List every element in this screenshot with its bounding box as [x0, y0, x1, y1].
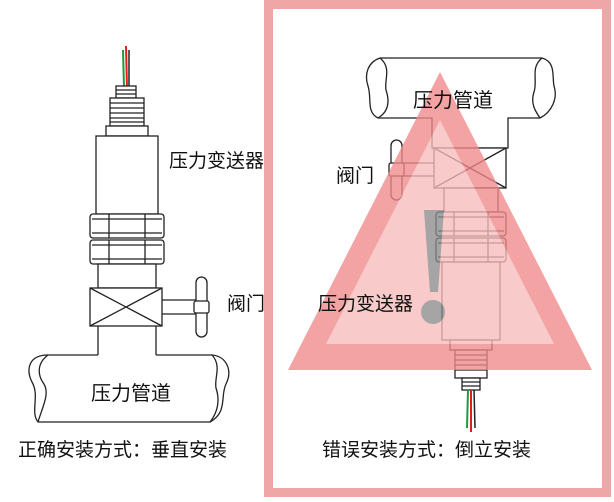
valve-body	[89, 287, 163, 327]
connector-neck	[97, 263, 157, 289]
warning-frame	[264, 0, 611, 497]
signal-wires	[122, 45, 130, 89]
pipe-label: 压力管道	[91, 381, 171, 405]
incorrect-install-caption: 错误安装方式：倒立安装	[322, 439, 532, 461]
left-diagram	[28, 45, 230, 423]
transmitter-label: 压力变送器	[318, 293, 414, 315]
warning-triangle-icon	[288, 72, 592, 370]
cable-gland	[105, 85, 149, 137]
valve-label: 阀门	[227, 293, 266, 315]
pipe-label: 压力管道	[413, 88, 493, 112]
hex-nut-lower	[89, 239, 165, 265]
valve-handwheel-icon	[162, 276, 210, 338]
valve-label: 阀门	[336, 165, 375, 187]
signal-wires	[466, 389, 476, 432]
correct-install-caption: 正确安装方式：垂直安装	[18, 439, 228, 461]
transmitter-label: 压力变送器	[169, 150, 265, 172]
pressure-pipe	[28, 354, 230, 423]
pressure-pipe	[365, 57, 556, 149]
hex-nut-upper	[89, 213, 165, 239]
transmitter-body	[95, 135, 159, 215]
